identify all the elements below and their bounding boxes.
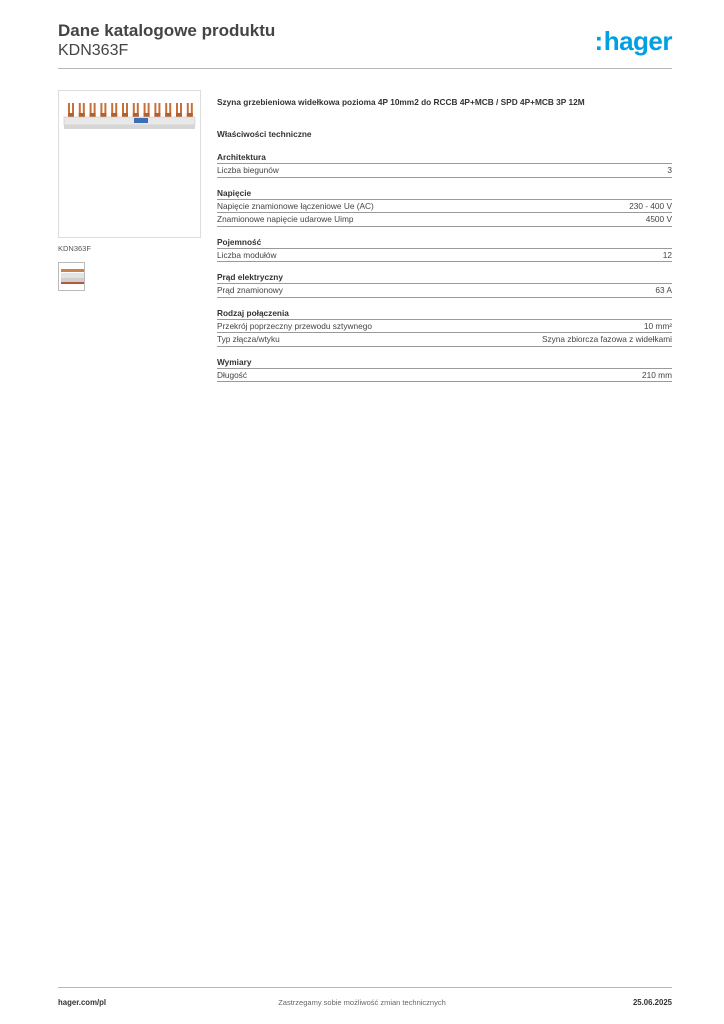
spec-value: 230 - 400 V	[629, 200, 672, 211]
hager-logo: :hager	[594, 26, 673, 56]
spec-value: 12	[662, 249, 672, 260]
spec-row: Długość 210 mm	[217, 367, 672, 382]
spec-row: Typ złącza/wtyku Szyna zbiorcza fazowa z …	[217, 332, 672, 347]
page-title: Dane katalogowe produktu	[58, 21, 276, 40]
busbar-illustration	[63, 103, 196, 129]
section-title: Pojemność	[217, 236, 262, 247]
spec-label: Znamionowe napięcie udarowe Uimp	[217, 214, 354, 224]
product-details: Szyna grzebieniowa widełkowa pozioma 4P …	[217, 97, 672, 392]
spec-value: 210 mm	[642, 369, 672, 380]
spec-label: Liczba modułów	[217, 249, 277, 260]
product-thumbnail[interactable]	[58, 262, 85, 291]
spec-value: Szyna zbiorcza fazowa z widełkami	[541, 334, 672, 344]
technical-properties-heading: Właściwości techniczne	[217, 129, 312, 139]
product-description: Szyna grzebieniowa widełkowa pozioma 4P …	[217, 97, 585, 107]
thumbnail-image	[61, 269, 84, 284]
section-title: Prąd elektryczny	[217, 272, 283, 282]
spec-row: Przekrój poprzeczny przewodu sztywnego 10…	[217, 318, 672, 333]
spec-value: 3	[667, 165, 672, 175]
spec-value: 10 mm²	[643, 320, 672, 331]
section-title: Wymiary	[217, 356, 252, 367]
spec-row: Liczba modułów 12	[217, 247, 672, 262]
product-code-title: KDN363F	[58, 42, 129, 59]
spec-label: Typ złącza/wtyku	[217, 334, 280, 344]
header-divider	[58, 68, 672, 69]
product-image	[58, 90, 201, 238]
section-title: Architektura	[217, 152, 266, 162]
page-header: Dane katalogowe produktu KDN363F :hager	[58, 21, 673, 61]
footer-date: 25.06.2025	[632, 998, 672, 1007]
spec-label: Liczba biegunów	[217, 165, 279, 175]
footer-divider	[58, 987, 672, 988]
image-caption: KDN363F	[58, 244, 91, 253]
footer-disclaimer: Zastrzegamy sobie możliwość zmian techni…	[278, 998, 446, 1007]
spec-row: Napięcie znamionowe łączeniowe Ue (AC) 23…	[217, 198, 672, 213]
section-title: Napięcie	[217, 187, 252, 198]
spec-row: Prąd znamionowy 63 A	[217, 283, 672, 298]
spec-row: Liczba biegunów 3	[217, 163, 672, 178]
spec-label: Przekrój poprzeczny przewodu sztywnego	[217, 320, 372, 331]
spec-label: Prąd znamionowy	[217, 285, 283, 295]
footer-website[interactable]: hager.com/pl	[58, 998, 107, 1007]
spec-row: Znamionowe napięcie udarowe Uimp 4500 V	[217, 212, 672, 227]
section-title: Rodzaj połączenia	[217, 307, 289, 318]
spec-value: 4500 V	[645, 214, 672, 224]
spec-label: Napięcie znamionowe łączeniowe Ue (AC)	[217, 200, 374, 211]
spec-label: Długość	[217, 369, 247, 380]
spec-value: 63 A	[655, 285, 672, 295]
